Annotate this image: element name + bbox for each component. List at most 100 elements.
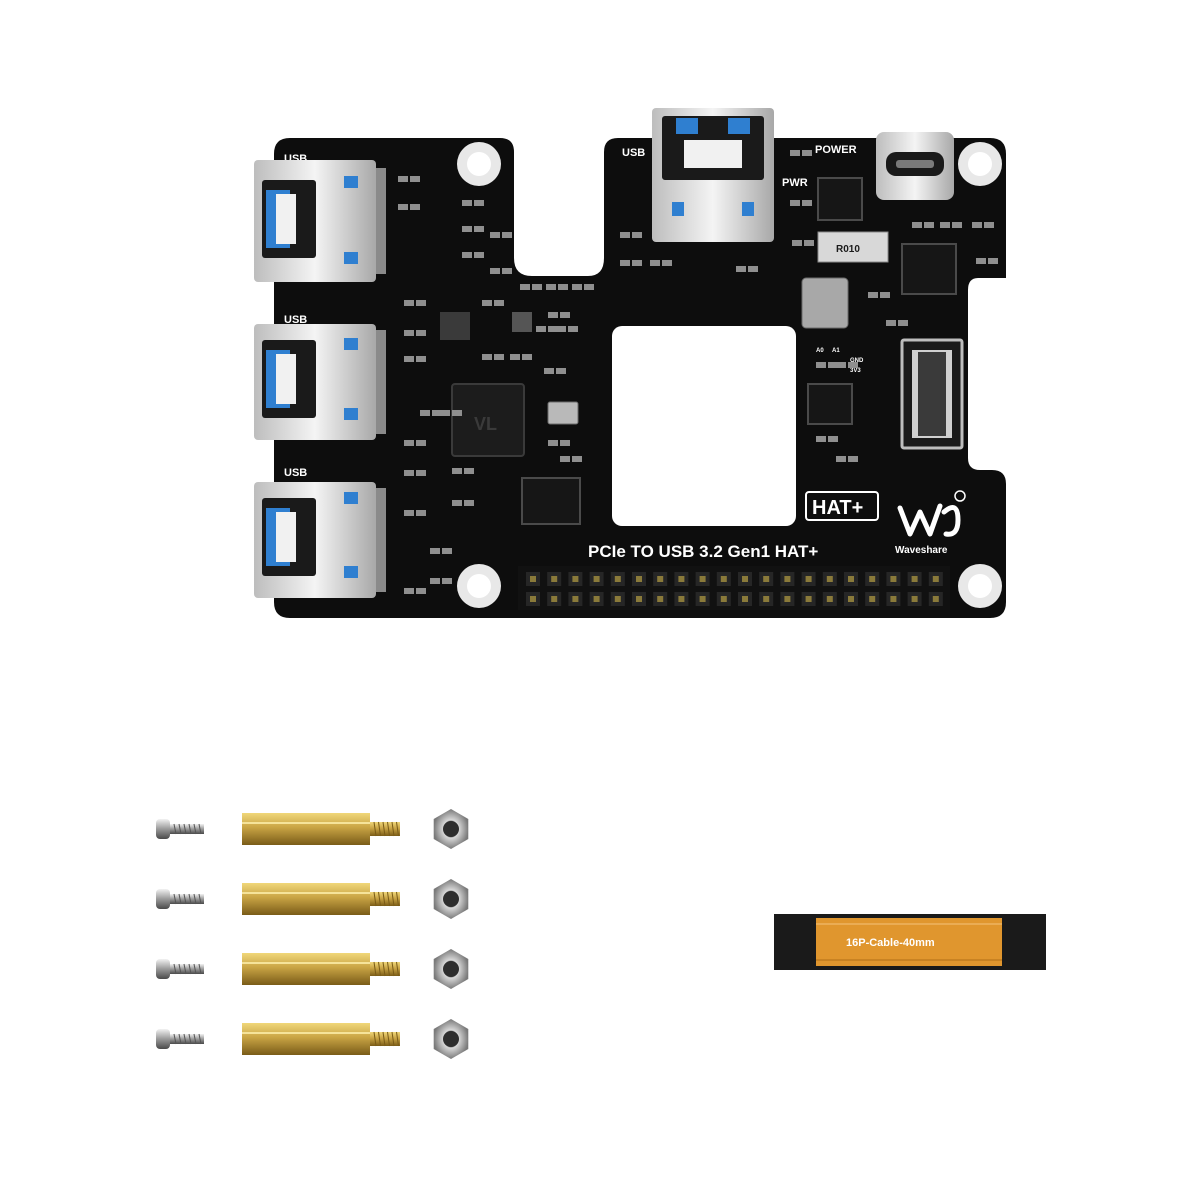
hex-nut xyxy=(433,949,469,989)
smd-component xyxy=(536,326,546,332)
smd-component xyxy=(430,578,440,584)
smd-component xyxy=(868,292,878,298)
usb-label: USB xyxy=(284,314,307,326)
smd-component xyxy=(398,204,408,210)
smd-component xyxy=(548,440,558,446)
hat-badge: HAT+ xyxy=(812,497,863,519)
smd-component xyxy=(404,588,414,594)
usb-label: USB xyxy=(284,467,307,479)
board-cutout xyxy=(612,326,796,526)
smd-component xyxy=(482,300,492,306)
smd-component xyxy=(404,300,414,306)
smd-component xyxy=(452,468,462,474)
hat-board: USB USB USB USB POWER PWR PCIe TO USB 3.… xyxy=(254,108,1006,618)
smd-component xyxy=(972,222,982,228)
smd-component xyxy=(510,354,520,360)
smd-components xyxy=(398,150,998,594)
smd-component xyxy=(816,362,826,368)
cable-label: 16P-Cable-40mm xyxy=(846,937,935,949)
ic-chip xyxy=(817,177,863,221)
screw xyxy=(156,889,204,909)
ic-chip xyxy=(440,312,470,340)
hex-nut xyxy=(433,809,469,849)
ic-chip xyxy=(807,383,853,425)
smd-component xyxy=(398,176,408,182)
smd-component xyxy=(560,456,570,462)
hex-nut xyxy=(433,1019,469,1059)
usb-label: USB xyxy=(622,147,645,159)
ic-chip xyxy=(521,477,581,525)
smd-component xyxy=(404,510,414,516)
smd-component xyxy=(546,284,556,290)
smd-component xyxy=(792,240,802,246)
smd-component xyxy=(650,260,660,266)
smd-component xyxy=(790,150,800,156)
smd-component xyxy=(572,284,582,290)
smd-component xyxy=(404,330,414,336)
screw xyxy=(156,959,204,979)
smd-component xyxy=(836,456,846,462)
smd-component xyxy=(440,410,450,416)
smd-component xyxy=(790,200,800,206)
smd-component xyxy=(404,356,414,362)
smd-component xyxy=(420,410,430,416)
smd-component xyxy=(490,268,500,274)
gpio-header xyxy=(518,566,950,610)
smd-component xyxy=(452,500,462,506)
pwr-label: PWR xyxy=(782,177,808,189)
hex-nut xyxy=(433,879,469,919)
smd-component xyxy=(836,362,846,368)
smd-component xyxy=(490,232,500,238)
usb-c-port[interactable] xyxy=(876,132,954,200)
inductor xyxy=(801,277,849,329)
smd-component xyxy=(430,548,440,554)
smd-component xyxy=(482,354,492,360)
smd-component xyxy=(816,436,826,442)
controller-chip: VL xyxy=(451,383,525,457)
pin-label: A1 xyxy=(832,348,840,354)
screw xyxy=(156,819,204,839)
smd-component xyxy=(544,368,554,374)
flex-cable: 16P-Cable-40mm xyxy=(774,914,1046,970)
smd-component xyxy=(976,258,986,264)
svg-text:VL: VL xyxy=(474,414,497,434)
smd-component xyxy=(886,320,896,326)
usb-port[interactable] xyxy=(254,160,386,282)
mounting-hole xyxy=(457,142,501,186)
usb-port[interactable] xyxy=(254,482,386,598)
mounting-hole xyxy=(457,564,501,608)
hat-badge-frame xyxy=(805,491,879,521)
smd-component xyxy=(912,222,922,228)
smd-component xyxy=(462,252,472,258)
pin-label: GND xyxy=(850,358,864,364)
smd-component xyxy=(462,200,472,206)
gpio-pins xyxy=(526,572,943,606)
smd-component xyxy=(556,326,566,332)
mounting-hole xyxy=(958,142,1002,186)
brand-name: Waveshare xyxy=(895,545,948,556)
smd-component xyxy=(404,470,414,476)
waveshare-logo xyxy=(897,490,966,537)
usb-port[interactable] xyxy=(652,108,774,242)
ic-chip xyxy=(901,243,957,295)
resistor-label: R010 xyxy=(836,244,860,255)
smd-component xyxy=(736,266,746,272)
smd-component xyxy=(940,222,950,228)
smd-component xyxy=(404,440,414,446)
smd-component xyxy=(520,284,530,290)
smd-component xyxy=(462,226,472,232)
usb-port[interactable] xyxy=(254,324,386,440)
brass-standoff xyxy=(242,883,400,915)
mounting-hole xyxy=(958,564,1002,608)
screw xyxy=(156,1029,204,1049)
power-label: POWER xyxy=(815,144,857,156)
usb-tongue xyxy=(676,118,698,134)
smd-component xyxy=(620,260,630,266)
brass-standoff xyxy=(242,1023,400,1055)
pin-label: 3V3 xyxy=(850,368,861,374)
pin-label: A0 xyxy=(816,348,824,354)
brass-standoff xyxy=(242,953,400,985)
sense-resistor xyxy=(817,231,889,263)
ic-chip xyxy=(512,312,532,332)
brass-standoff xyxy=(242,813,400,845)
